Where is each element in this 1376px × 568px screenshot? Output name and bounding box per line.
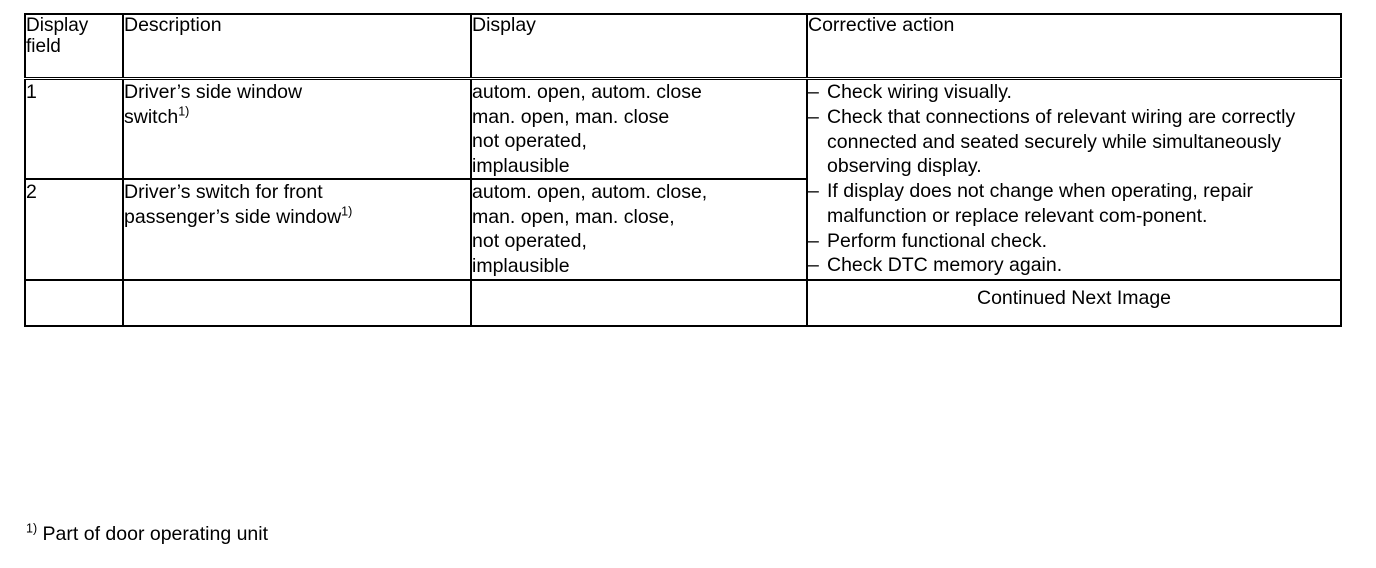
bullet-dash-icon: – xyxy=(808,254,819,277)
description-line: switch1) xyxy=(124,105,470,130)
table-row: 2 Driver’s switch for front passenger’s … xyxy=(25,179,1341,280)
table-body: 1 Driver’s side window switch1) autom. o… xyxy=(25,78,1341,326)
column-header-display-field: Display field xyxy=(25,14,124,80)
table-row: 1 Driver’s side window switch1) autom. o… xyxy=(25,78,1341,276)
display-line: not operated, xyxy=(472,130,587,153)
footnote-ref: 1) xyxy=(341,204,353,219)
bullet-dash-icon: – xyxy=(808,229,819,252)
display-line: man. open, man. close xyxy=(472,105,670,128)
description-line: Driver’s side window xyxy=(124,81,303,103)
cell-description: Driver’s switch for front passenger’s si… xyxy=(123,179,472,280)
display-line: autom. open, autom. close xyxy=(472,81,702,103)
list-item: –Check DTC memory again. xyxy=(808,253,1340,278)
bullet-dash-icon: – xyxy=(808,81,819,103)
bullet-dash-icon: – xyxy=(808,105,819,128)
header-row: Display field Description Display Correc… xyxy=(25,14,1341,80)
description-line: Driver’s switch for front xyxy=(124,181,323,204)
list-item: –Check that connections of relevant wiri… xyxy=(808,105,1340,179)
list-item-text: Check that connections of relevant wirin… xyxy=(827,105,1296,178)
description-line: passenger’s side window1) xyxy=(124,205,470,230)
cell-display-field: 1 xyxy=(25,78,124,181)
footnote: 1) Part of door operating unit xyxy=(26,521,269,546)
display-line: not operated, xyxy=(472,230,587,253)
bullet-dash-icon: – xyxy=(808,180,819,202)
table-container: Display field Description Display Correc… xyxy=(24,13,1342,327)
column-header-display-field-line2: field xyxy=(26,36,61,58)
column-header-display-field-line1: Display xyxy=(26,15,89,36)
table-footer-row: Continued Next Image xyxy=(25,278,1341,326)
footnote-marker: 1) xyxy=(26,521,38,536)
list-item: –Check wiring visually. xyxy=(808,80,1340,105)
footer-cell-display-field xyxy=(25,278,124,326)
corrective-action-list: –Check wiring visually. –Check that conn… xyxy=(808,80,1340,278)
footnote-text: Part of door operating unit xyxy=(37,523,269,545)
description-line-text: passenger’s side window xyxy=(124,205,342,228)
cell-corrective-action: –Check wiring visually. –Check that conn… xyxy=(807,79,1341,280)
footer-cell-display xyxy=(471,278,808,326)
list-item-text: Check wiring visually. xyxy=(827,81,1012,103)
table-header: Display field Description Display Correc… xyxy=(25,14,1341,80)
column-header-display: Display xyxy=(471,14,808,80)
footnote-ref: 1) xyxy=(178,104,190,119)
display-line: autom. open, autom. close, xyxy=(472,181,708,204)
list-item-text: If display does not change when operatin… xyxy=(827,180,1254,227)
diagnostic-table: Display field Description Display Correc… xyxy=(24,13,1342,327)
column-header-description: Description xyxy=(123,14,472,80)
cell-display-field: 2 xyxy=(25,179,124,280)
display-line: implausible xyxy=(472,254,570,277)
column-header-corrective-action: Corrective action xyxy=(807,14,1341,80)
list-item: –Perform functional check. xyxy=(808,229,1340,254)
cell-description: Driver’s side window switch1) xyxy=(123,78,472,181)
cell-display: autom. open, autom. close, man. open, ma… xyxy=(471,179,808,280)
list-item-text: Check DTC memory again. xyxy=(827,254,1063,277)
list-item: –If display does not change when operati… xyxy=(808,179,1340,229)
cell-display: autom. open, autom. close man. open, man… xyxy=(471,78,808,181)
description-line-text: switch xyxy=(124,105,179,128)
continued-next-image-label: Continued Next Image xyxy=(807,278,1341,326)
display-line: man. open, man. close, xyxy=(472,205,675,228)
list-item-text: Perform functional check. xyxy=(827,229,1048,252)
footer-cell-description xyxy=(123,278,472,326)
display-line: implausible xyxy=(472,154,570,177)
